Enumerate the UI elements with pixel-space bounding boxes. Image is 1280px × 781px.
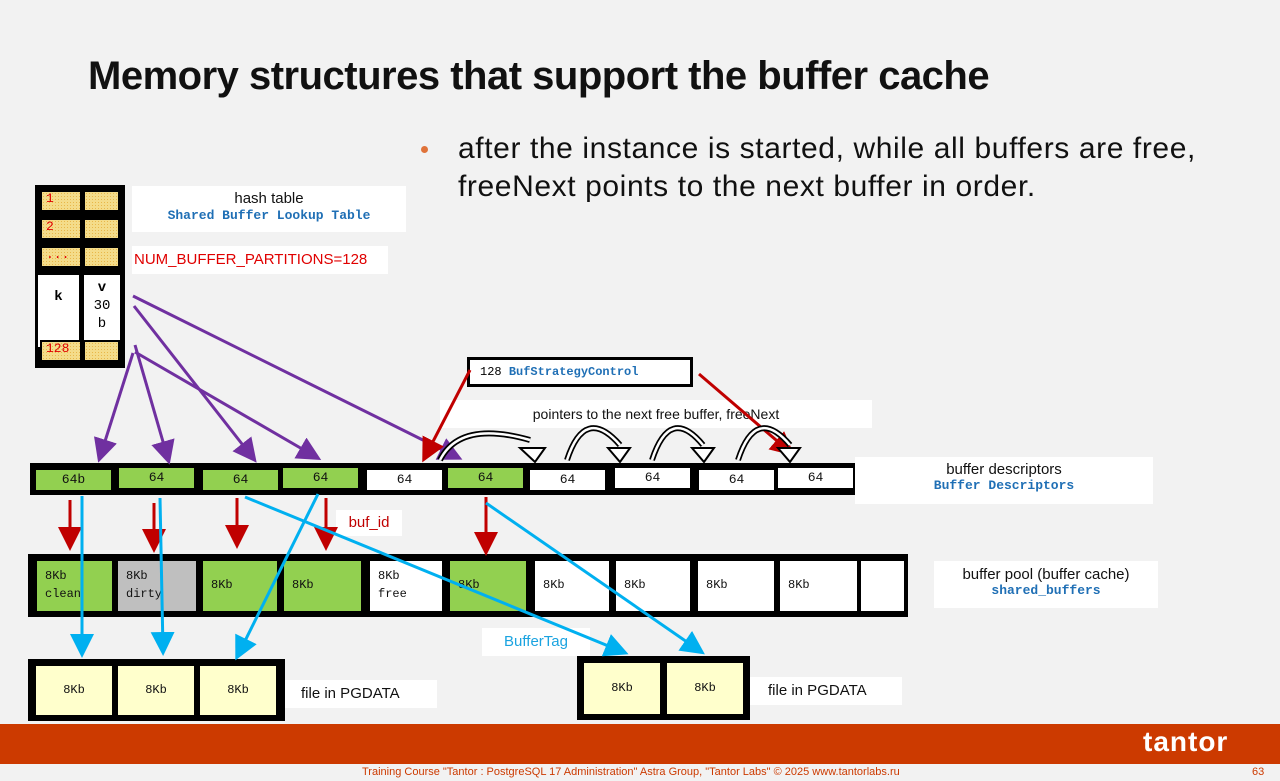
value-size: 30 (93, 298, 111, 314)
descriptors-name: Buffer Descriptors (933, 478, 1075, 493)
buffertag-arrow (235, 493, 320, 661)
buffer-size: 8Kb (378, 569, 400, 583)
buffer-size: 8Kb (126, 569, 148, 583)
buffer-status: clean (45, 587, 82, 601)
descriptors-label: buffer descriptors Buffer Descriptors (855, 457, 1153, 504)
pool-buffer-cell: 8Kb (284, 561, 361, 611)
strategy-arrow (698, 372, 795, 456)
strategy-count: 128 (480, 365, 502, 379)
page-number: 63 (1252, 766, 1265, 778)
hash-row: 1 (40, 190, 120, 212)
hash-row: 128 (40, 340, 120, 362)
hash-value-cell: v 30 b (84, 275, 120, 347)
buffer-status: free (378, 587, 407, 601)
buffer-size: 8Kb (624, 578, 646, 592)
file-block: 8Kb (118, 666, 194, 715)
descriptor-cell: 64 (367, 470, 442, 490)
buffer-size: 8Kb (292, 578, 314, 592)
pool-caption: buffer pool (buffer cache) (962, 566, 1130, 583)
hash-table-caption: hash table (234, 190, 304, 207)
descriptor-cell: 64 (119, 468, 194, 488)
descriptor-cell: 64 (448, 468, 523, 488)
footer-bar (0, 724, 1280, 764)
buffer-size: 8Kb (458, 578, 480, 592)
pool-buffer-cell: 8Kb free (370, 561, 442, 611)
pool-buffer-cell: 8Kb clean (37, 561, 112, 611)
hash-row-number: 1 (46, 191, 54, 206)
buffer-size: 8Kb (788, 578, 810, 592)
buffertag-text: BufferTag (504, 633, 568, 650)
descriptor-cell: 64 (699, 470, 774, 490)
buf-id-text: buf_id (348, 514, 390, 531)
hash-arrow (94, 352, 135, 463)
buf-strategy-control: 128 BufStrategyControl (467, 357, 693, 387)
buffer-status: dirty (126, 587, 163, 601)
pool-buffer-cell: 8Kb dirty (118, 561, 196, 611)
pool-buffer-cell: 8Kb (780, 561, 857, 611)
file-block: 8Kb (36, 666, 112, 715)
hash-row-number: 2 (46, 219, 54, 234)
descriptor-cell: 64 (778, 468, 853, 488)
hash-key-cell: k (38, 275, 79, 347)
key-label: k (54, 289, 63, 305)
hash-arrow (133, 344, 175, 465)
slide-title: Memory structures that support the buffe… (88, 54, 990, 98)
pool-buffer-cell: 8Kb (535, 561, 609, 611)
hash-table-name: Shared Buffer Lookup Table (167, 208, 371, 223)
strategy-arrow (422, 369, 472, 463)
descriptor-cell: 64 (530, 470, 605, 490)
hash-row: 2 (40, 218, 120, 240)
buffer-size: 8Kb (45, 569, 67, 583)
buffertag-arrow (150, 497, 175, 656)
pool-label: buffer pool (buffer cache) shared_buffer… (934, 561, 1158, 608)
file-block: 8Kb (584, 663, 660, 714)
footer-text: Training Course "Tantor : PostgreSQL 17 … (362, 766, 900, 778)
descriptors-caption: buffer descriptors (946, 461, 1062, 478)
buf-id-label: buf_id (336, 510, 402, 536)
pool-buffer-cell (861, 561, 904, 611)
hash-arrow (132, 294, 463, 460)
file2-label: file in PGDATA (750, 677, 902, 705)
pool-buffer-cell: 8Kb (698, 561, 774, 611)
file1-label: file in PGDATA (285, 680, 437, 708)
hash-table: 1 2 ... k v 30 b 128 (35, 185, 125, 368)
value-unit: b (97, 316, 107, 332)
buffer-size: 8Kb (706, 578, 728, 592)
bullet-dot-icon (421, 146, 428, 153)
hash-arrow (134, 350, 322, 461)
descriptor-cell: 64 (283, 468, 358, 488)
descriptor-cell: 64b (36, 470, 111, 490)
partitions-text: NUM_BUFFER_PARTITIONS=128 (134, 251, 368, 268)
hash-row-number: ... (46, 247, 70, 262)
strategy-name: BufStrategyControl (508, 365, 639, 379)
freenext-label: pointers to the next free buffer, freeNe… (440, 400, 872, 428)
file-block: 8Kb (667, 663, 743, 714)
value-label: v (97, 280, 107, 296)
tantor-logo: tantor (1143, 726, 1229, 757)
file-block: 8Kb (200, 666, 276, 715)
descriptor-cell: 64 (203, 470, 278, 490)
partitions-label: NUM_BUFFER_PARTITIONS=128 (132, 246, 388, 274)
buffer-size: 8Kb (211, 578, 233, 592)
buffertag-arrow (485, 501, 705, 655)
descriptor-cell: 64 (615, 468, 690, 488)
file1-caption: file in PGDATA (301, 685, 400, 702)
buffertag-arrow (244, 495, 629, 657)
hash-row-number: 128 (46, 341, 70, 356)
freenext-caption: pointers to the next free buffer, freeNe… (532, 406, 780, 422)
hash-row: ... (40, 246, 120, 268)
hash-table-label: hash table Shared Buffer Lookup Table (132, 186, 406, 232)
pool-name: shared_buffers (991, 583, 1101, 598)
buffer-size: 8Kb (543, 578, 565, 592)
hash-arrow (132, 305, 257, 463)
bullet-text: after the instance is started, while all… (458, 132, 1196, 203)
file2-caption: file in PGDATA (768, 682, 867, 699)
